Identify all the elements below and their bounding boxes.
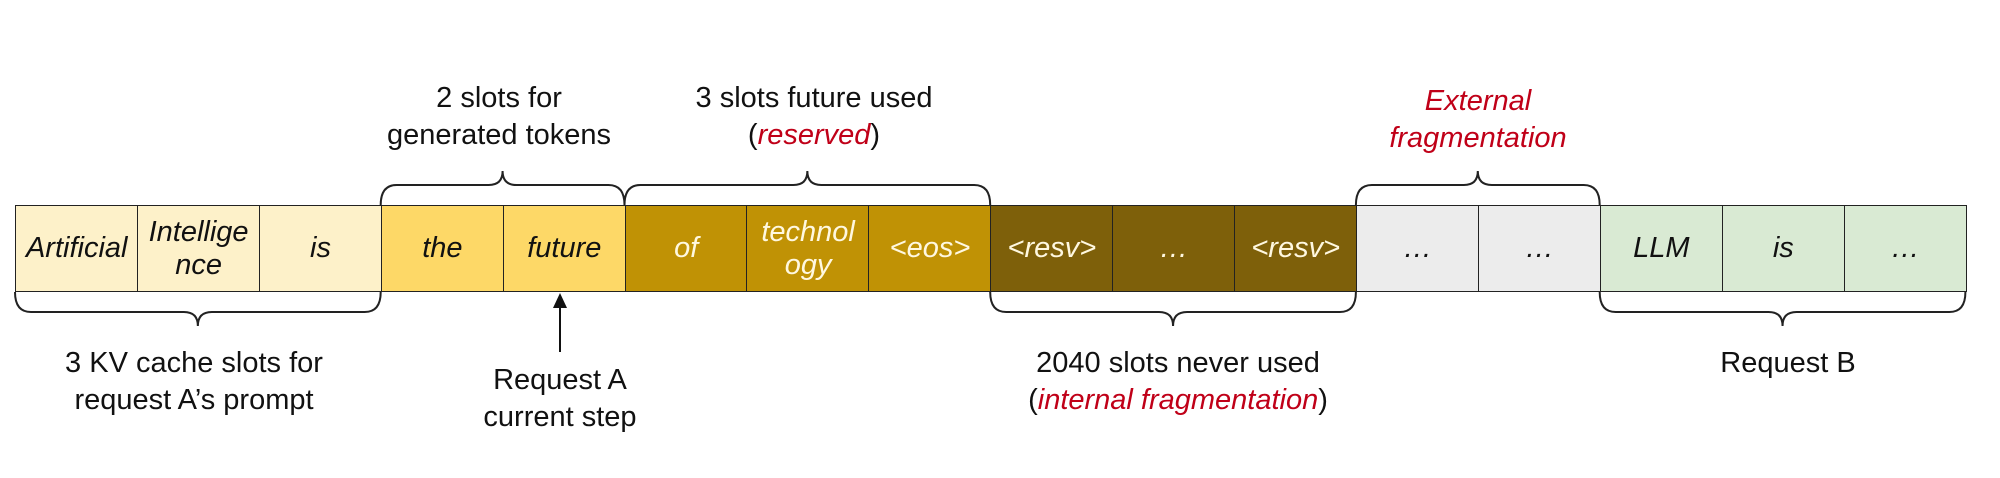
kv-slot: technol ogy xyxy=(746,205,870,292)
kv-slot: LLM xyxy=(1599,205,1724,292)
kv-slot: <resv> xyxy=(1234,205,1358,292)
reserved-label: 3 slots future used (reserved) xyxy=(695,82,933,151)
request-b-brace xyxy=(1598,291,1967,327)
kv-slot: Intellige nce xyxy=(136,205,261,292)
kv-slot: Artificial xyxy=(15,205,139,292)
kv-slot: … xyxy=(1477,205,1602,292)
kv-slot: <resv> xyxy=(990,205,1114,292)
current-step-arrow xyxy=(553,293,567,352)
kv-slot: … xyxy=(1843,205,1967,292)
internal-fragmentation-label: 2040 slots never used (internal fragment… xyxy=(1028,347,1328,416)
kv-slot: of xyxy=(624,205,748,292)
kv-slot: future xyxy=(502,205,626,292)
kv-slot: <eos> xyxy=(868,205,992,292)
request-b-label: Request B xyxy=(1720,347,1856,379)
reserved-brace xyxy=(623,170,992,206)
kv-slot: … xyxy=(1355,205,1480,292)
kv-slot: is xyxy=(258,205,383,292)
internal-fragmentation-brace xyxy=(989,291,1357,327)
external-fragmentation-brace xyxy=(1354,170,1601,206)
generated-tokens-brace xyxy=(379,170,626,206)
kv-slot: is xyxy=(1721,205,1845,292)
prompt-brace xyxy=(14,291,382,327)
kv-slot: … xyxy=(1112,205,1236,292)
kv-slot: the xyxy=(380,205,505,292)
